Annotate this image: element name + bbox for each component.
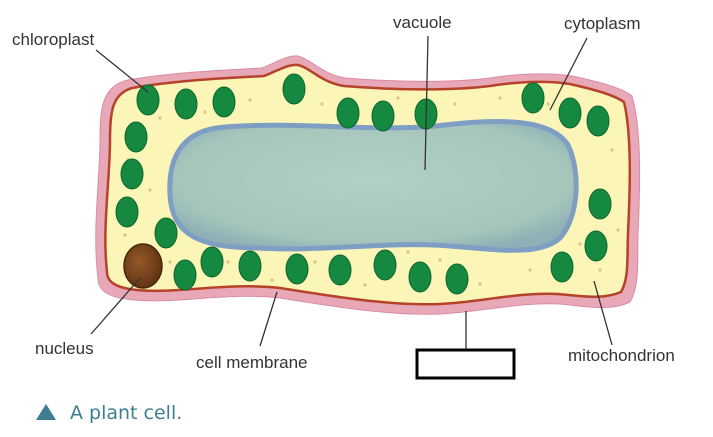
chloroplast (586, 105, 610, 137)
chloroplast (173, 259, 197, 291)
chloroplast (124, 121, 148, 153)
chloroplast (588, 188, 612, 220)
nucleus-leader (90, 277, 141, 335)
chloroplast (373, 249, 397, 281)
triangle-icon (36, 404, 56, 420)
chloroplast (174, 88, 198, 120)
chloroplast (154, 217, 178, 249)
vacuole (167, 119, 579, 253)
label-chloroplast: chloroplast (12, 30, 94, 49)
chloroplast (550, 251, 574, 283)
chloroplast (408, 261, 432, 293)
chloroplast (136, 84, 160, 116)
cytoplasm-leader (549, 37, 588, 111)
chloroplast (120, 158, 144, 190)
label-cytoplasm: cytoplasm (564, 14, 641, 33)
vacuole-leader (424, 35, 429, 171)
chloroplast (285, 253, 309, 285)
mitochondrion-leader (593, 280, 613, 346)
chloroplasts (115, 73, 612, 295)
cell-membrane-leader (259, 291, 278, 347)
chloroplast (445, 263, 469, 295)
label-vacuole: vacuole (393, 13, 452, 32)
chloroplast (336, 97, 360, 129)
chloroplast (328, 254, 352, 286)
answer-box[interactable] (415, 348, 516, 380)
figure-caption: A plant cell. (70, 402, 182, 424)
chloroplast (584, 230, 608, 262)
label-mitochondrion: mitochondrion (568, 346, 675, 365)
chloroplast (282, 73, 306, 105)
chloroplast (371, 100, 395, 132)
chloroplast (238, 250, 262, 282)
nucleus (123, 243, 163, 289)
label-nucleus: nucleus (35, 339, 94, 358)
leader-lines (90, 35, 613, 350)
chloroplast (521, 82, 545, 114)
chloroplast (115, 196, 139, 228)
chloroplast (558, 97, 582, 129)
chloroplast (212, 86, 236, 118)
chloroplast (200, 246, 224, 278)
label-cell-membrane: cell membrane (196, 353, 308, 372)
chloroplast-leader (95, 49, 149, 93)
